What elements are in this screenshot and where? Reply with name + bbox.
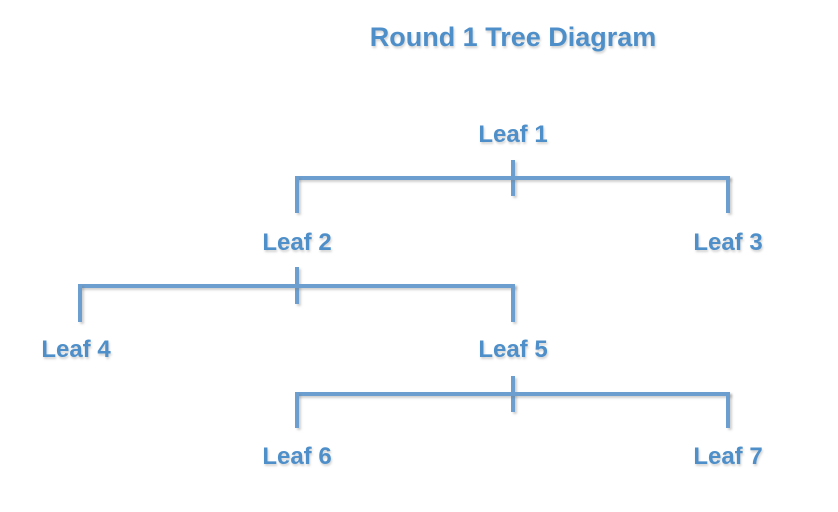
node-label-leaf-5: Leaf 5 (478, 336, 548, 363)
node-label-leaf-7: Leaf 7 (693, 443, 763, 470)
node-label-leaf-4: Leaf 4 (41, 336, 111, 363)
connector-drop-to-leaf6 (295, 392, 299, 428)
node-label-leaf-1: Leaf 1 (478, 121, 548, 148)
connector-drop-to-leaf2 (295, 176, 299, 213)
connector-leaf1-children-bar (295, 176, 730, 180)
node-label-leaf-3: Leaf 3 (693, 229, 763, 256)
connector-drop-to-leaf7 (726, 392, 730, 428)
connector-leaf5-children-bar (295, 392, 730, 396)
connector-drop-to-leaf3 (726, 176, 730, 213)
connector-drop-to-leaf4 (78, 284, 82, 322)
node-label-leaf-2: Leaf 2 (262, 229, 332, 256)
connector-drop-to-leaf5 (511, 284, 515, 322)
diagram-title: Round 1 Tree Diagram (369, 22, 657, 52)
connector-leaf2-children-bar (78, 284, 515, 288)
node-label-leaf-6: Leaf 6 (262, 443, 332, 470)
